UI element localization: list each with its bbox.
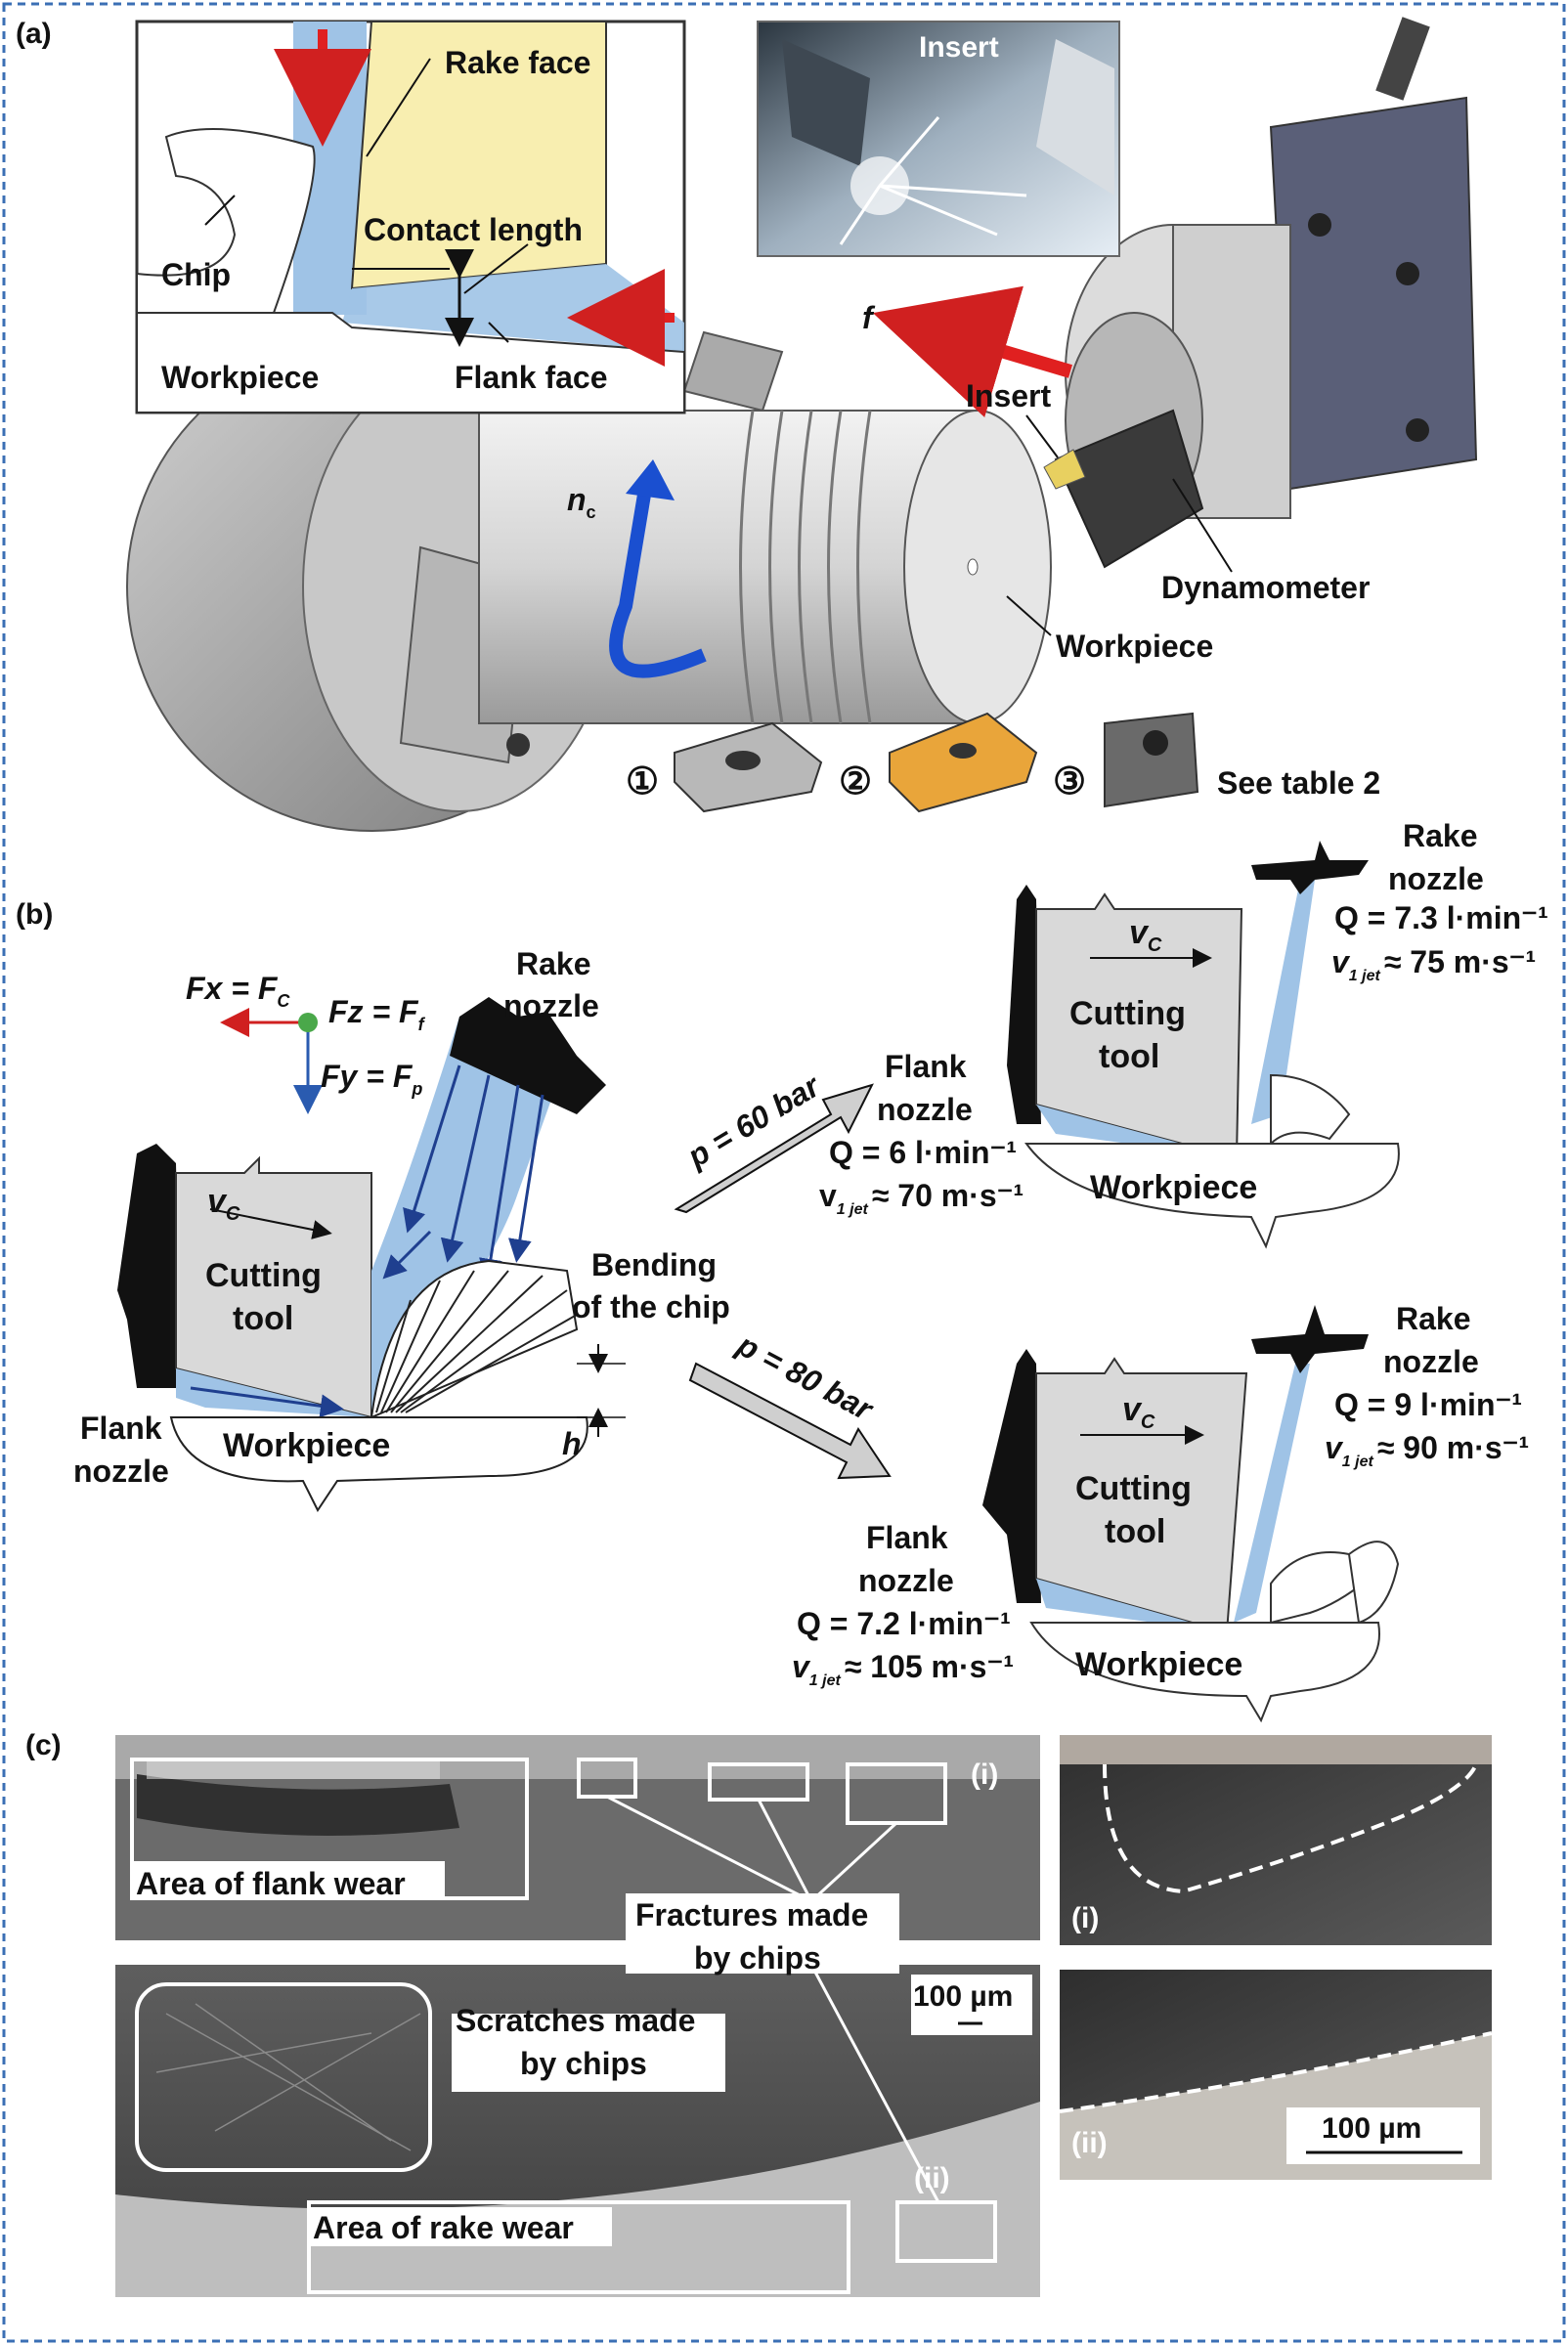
c60-tool-label-1: Cutting — [1069, 995, 1186, 1032]
c80-rake-v: v1 jet≈ 90 m·s⁻¹ — [1325, 1430, 1529, 1470]
case-60-schematic — [1007, 841, 1400, 1249]
rake-wear-box — [307, 2200, 850, 2294]
machining-photo: Insert — [757, 21, 1120, 257]
photo-insert-label: Insert — [919, 31, 999, 64]
workpiece-label: Workpiece — [1056, 629, 1213, 664]
chip-height-label: h — [562, 1426, 582, 1461]
insert-2-number: ② — [839, 761, 872, 803]
bending-label-1: Bending — [591, 1247, 717, 1282]
dynamometer-label: Dynamometer — [1161, 570, 1370, 605]
fractures-label-1: Fractures made — [635, 1897, 868, 1932]
insert-leader — [1025, 414, 1059, 458]
p80-arrow: p = 80 bar — [688, 1326, 892, 1480]
c60-rake-nozzle-2: nozzle — [1388, 861, 1484, 896]
micro-ii-box — [895, 2200, 997, 2263]
bending-label-2: of the chip — [572, 1289, 730, 1324]
main-v-label: vC — [207, 1183, 240, 1225]
panel-c: (c) Area of flank wear (i) Scratches mad… — [25, 1729, 1493, 2297]
panel-c-label: (c) — [25, 1729, 62, 1761]
scratches-label-2: by chips — [520, 2046, 647, 2081]
c80-flank-nozzle-1: Flank — [866, 1520, 948, 1555]
p60-label: p = 60 bar — [680, 1067, 827, 1175]
panel-b: (b) Fx = FC Fz = Ff Fy = Fp — [16, 818, 1548, 1723]
c60-v-label: vC — [1129, 914, 1162, 956]
main-flank-nozzle-1: Flank — [80, 1411, 162, 1446]
detail-ii-label: (ii) — [1071, 2127, 1108, 2159]
scratches-label-1: Scratches made — [456, 2003, 695, 2038]
c80-v-label: vC — [1122, 1391, 1155, 1433]
spindle-speed-label: nc — [567, 482, 596, 522]
flank-face-label: Flank face — [455, 360, 608, 395]
scale-bar-label: 100 µm — [913, 1980, 1013, 2013]
workpiece-leader — [1006, 595, 1052, 636]
force-fy-label: Fy = Fp — [321, 1059, 422, 1099]
c80-flank-v: v1 jet≈ 105 m·s⁻¹ — [792, 1649, 1014, 1689]
see-table-label: See table 2 — [1217, 765, 1380, 801]
rake-wear-label: Area of rake wear — [313, 2210, 574, 2245]
panel-a-label: (a) — [16, 18, 52, 50]
insert-label: Insert — [966, 378, 1051, 413]
feed-label: f — [862, 300, 876, 335]
detail-scale-label: 100 µm — [1322, 2112, 1421, 2145]
case-80-schematic — [982, 1305, 1400, 1723]
contact-length-inset: Rake face Contact length Chip Workpiece … — [135, 20, 686, 414]
feed-arrow — [872, 285, 1072, 418]
chip-label: Chip — [161, 257, 231, 292]
micro-i-label: (i) — [971, 1759, 998, 1791]
rake-face-label: Rake face — [445, 45, 590, 80]
rake-micrograph: Scratches made by chips Area of rake wea… — [115, 1965, 1040, 2297]
fractures-callout: Fractures made by chips — [606, 1795, 940, 2203]
fractures-label-2: by chips — [694, 1940, 821, 1976]
contact-length-label: Contact length — [364, 212, 583, 247]
main-rake-nozzle-2: nozzle — [503, 988, 599, 1023]
c80-flank-q: Q = 7.2 l·min⁻¹ — [797, 1606, 1011, 1641]
c80-tool-label-2: tool — [1105, 1513, 1165, 1550]
c60-rake-nozzle-1: Rake — [1403, 818, 1478, 853]
detail-ii-micrograph: 100 µm (ii) — [1059, 1970, 1493, 2180]
insert-3-number: ③ — [1053, 761, 1086, 803]
flank-wear-label: Area of flank wear — [136, 1866, 406, 1901]
c60-flank-nozzle-2: nozzle — [877, 1092, 973, 1127]
c60-flank-q: Q = 6 l·min⁻¹ — [829, 1135, 1017, 1170]
c80-flank-nozzle-2: nozzle — [858, 1563, 954, 1598]
detail-i-label: (i) — [1071, 1902, 1099, 1934]
dynamometer-assembly — [1043, 17, 1478, 569]
insert-1-number: ① — [626, 761, 659, 803]
c80-rake-q: Q = 9 l·min⁻¹ — [1334, 1387, 1522, 1422]
workpiece-cylinder — [478, 410, 1052, 724]
main-tool-label-2: tool — [233, 1300, 293, 1337]
c60-rake-q: Q = 7.3 l·min⁻¹ — [1334, 900, 1548, 935]
insert-samples: ① ② ③ See table 2 — [626, 712, 1380, 813]
c80-workpiece-label: Workpiece — [1075, 1646, 1242, 1683]
force-fz-label: Fz = Ff — [328, 994, 426, 1034]
flank-micrograph: Area of flank wear (i) — [115, 1735, 1040, 1940]
c80-tool-label-1: Cutting — [1075, 1470, 1192, 1507]
c60-flank-v: v1 jet≈ 70 m·s⁻¹ — [819, 1178, 1024, 1218]
force-origin — [298, 1013, 318, 1032]
main-cutting-schematic — [117, 997, 626, 1512]
c60-rake-v: v1 jet≈ 75 m·s⁻¹ — [1331, 944, 1536, 984]
c80-rake-nozzle-2: nozzle — [1383, 1344, 1479, 1379]
dynamometer-leader — [1172, 478, 1233, 573]
scratches-box — [135, 1982, 432, 2172]
detail-i-micrograph: (i) — [1060, 1735, 1492, 1945]
main-workpiece-label: Workpiece — [223, 1427, 390, 1464]
force-fx-label: Fx = FC — [186, 971, 290, 1011]
inset-workpiece-label: Workpiece — [161, 360, 319, 395]
panel-a: (a) nc — [16, 17, 1478, 832]
c80-rake-nozzle-1: Rake — [1396, 1301, 1471, 1336]
main-tool-label-1: Cutting — [205, 1257, 322, 1294]
c60-flank-nozzle-1: Flank — [885, 1049, 967, 1084]
panel-b-label: (b) — [16, 898, 53, 931]
main-flank-nozzle-2: nozzle — [73, 1454, 169, 1489]
main-rake-nozzle-1: Rake — [516, 946, 591, 981]
c60-workpiece-label: Workpiece — [1090, 1169, 1257, 1206]
rotation-arrow — [609, 487, 707, 678]
c60-tool-label-2: tool — [1099, 1038, 1159, 1075]
rotation-arrow-head — [626, 459, 675, 500]
